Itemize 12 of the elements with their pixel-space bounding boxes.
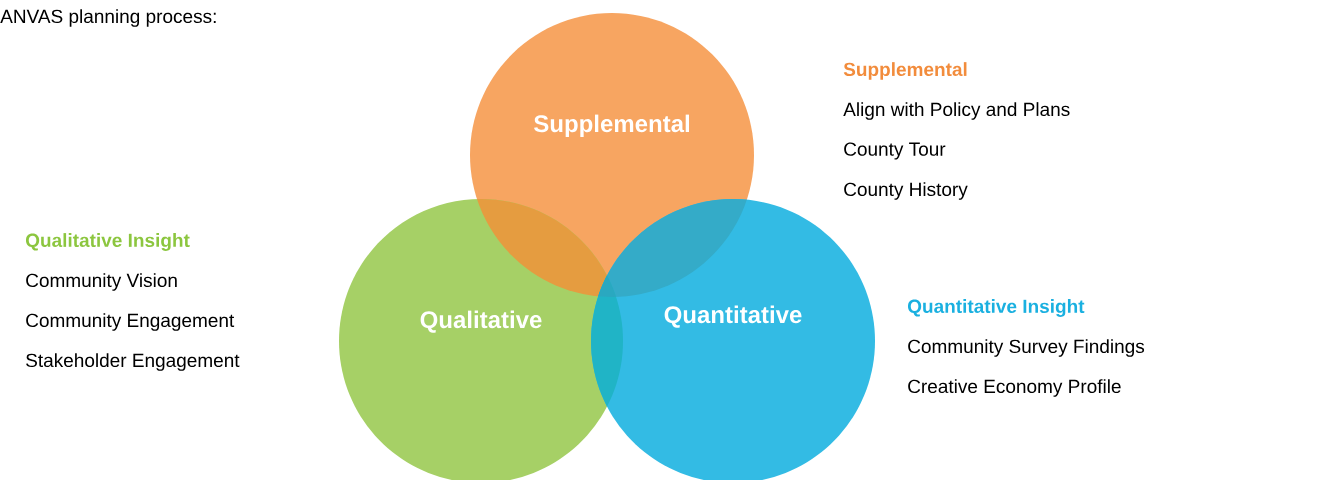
list-heading: Quantitative Insight — [908, 299, 1085, 317]
list-item: County History — [844, 182, 968, 200]
intro-text: ANVAS planning process: — [0, 9, 216, 27]
list-item: Stakeholder Engagement — [26, 353, 240, 371]
list-item: Community Survey Findings — [908, 339, 1145, 357]
list-item: Creative Economy Profile — [908, 379, 1121, 397]
list-item: Community Vision — [26, 273, 177, 291]
list-item: Align with Policy and Plans — [843, 102, 1070, 120]
list-heading: Supplemental — [843, 62, 967, 80]
list-item: Community Engagement — [26, 313, 235, 331]
list-item: County Tour — [844, 142, 946, 160]
list-heading: Qualitative Insight — [26, 233, 190, 251]
